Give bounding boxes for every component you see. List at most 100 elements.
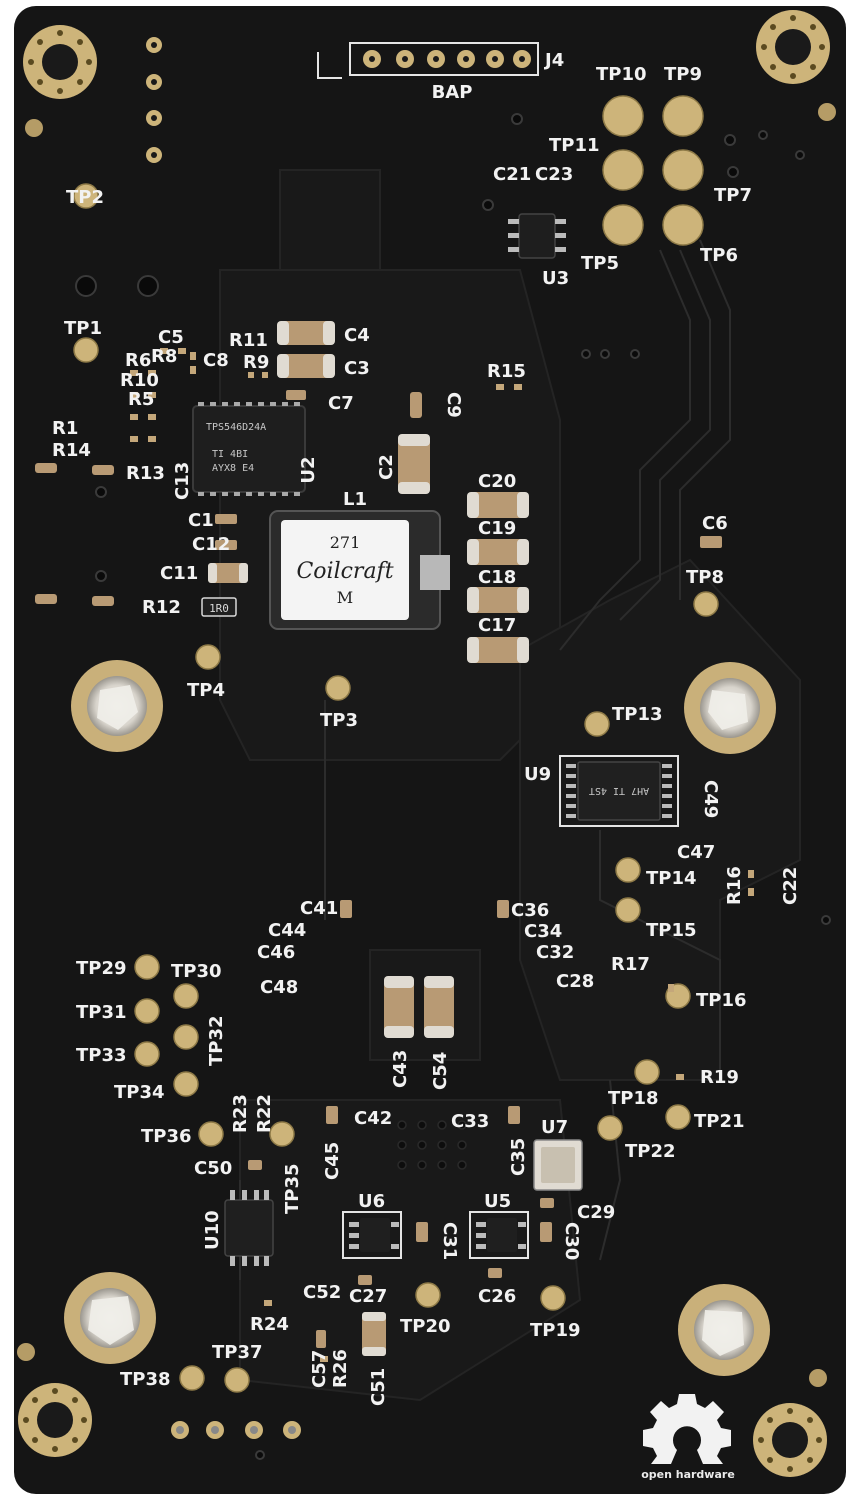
label-tp29: TP29 [76, 958, 127, 979]
mounting-hole-top-right [756, 10, 830, 84]
header-pins-top-left [146, 37, 162, 163]
label-r22: R22 [254, 1094, 275, 1133]
label-c12: C12 [192, 534, 230, 555]
header-pins-bottom [171, 1421, 301, 1439]
via-grid [397, 1120, 467, 1170]
standoff-hole-left-lower [64, 1272, 156, 1364]
label-c52: C52 [303, 1282, 341, 1303]
label-tp14: TP14 [646, 868, 697, 889]
label-u9: U9 [524, 764, 551, 785]
small-smd-parts [35, 390, 722, 1348]
standoff-hole-right-upper [684, 662, 776, 754]
label-r23: R23 [230, 1094, 251, 1133]
label-tp5: TP5 [581, 253, 619, 274]
label-c31: C31 [439, 1222, 460, 1260]
l1-marking-bottom: M [337, 588, 353, 607]
label-c34: C34 [524, 921, 562, 942]
label-r19: R19 [700, 1067, 739, 1088]
label-tp22: TP22 [625, 1141, 676, 1162]
label-c45: C45 [322, 1142, 343, 1180]
label-r11: R11 [229, 330, 268, 351]
ic-u2: TPS546D24A TI 4BI AYX8 E4 [192, 402, 306, 496]
u2-marking-line2: TI 4BI [212, 449, 248, 460]
fiducials [17, 103, 836, 1387]
label-tp8: TP8 [686, 567, 724, 588]
label-c21: C21 [493, 164, 531, 185]
label-c48: C48 [260, 977, 298, 998]
label-c18: C18 [478, 567, 516, 588]
label-tp35: TP35 [282, 1163, 303, 1214]
label-tp1: TP1 [64, 318, 102, 339]
inductor-l1: 271 Coilcraft M [269, 510, 450, 630]
label-r14: R14 [52, 440, 91, 461]
label-tp33: TP33 [76, 1045, 127, 1066]
pcb-traces [239, 239, 731, 1280]
label-c13: C13 [172, 462, 193, 500]
label-c5: C5 [158, 327, 184, 348]
label-tp37: TP37 [212, 1342, 263, 1363]
label-r17: R17 [611, 954, 650, 975]
label-tp15: TP15 [646, 920, 697, 941]
label-u3: U3 [542, 268, 569, 289]
large-test-pads [602, 95, 704, 246]
label-c7: C7 [328, 393, 354, 414]
label-bap: BAP [432, 82, 473, 103]
label-r5: R5 [128, 389, 154, 410]
label-tp11: TP11 [549, 135, 600, 156]
label-c9: C9 [443, 392, 464, 418]
label-tp3: TP3 [320, 710, 358, 731]
mounting-hole-top-left [23, 25, 97, 99]
ic-u9: AH7 TI 4ST [559, 755, 679, 827]
label-r15: R15 [487, 361, 526, 382]
label-r6: R6 [125, 350, 151, 371]
label-c19: C19 [478, 518, 516, 539]
label-c30: C30 [561, 1222, 582, 1260]
label-tp34: TP34 [114, 1082, 165, 1103]
label-tp16: TP16 [696, 990, 747, 1011]
u2-marking-line3: AYX8 E4 [212, 463, 254, 474]
open-hardware-text: open hardware [641, 1468, 735, 1481]
label-j4: J4 [543, 50, 564, 71]
label-tp32: TP32 [206, 1015, 227, 1066]
l1-marking-brand: Coilcraft [296, 559, 393, 584]
label-c20: C20 [478, 471, 516, 492]
label-tp7: TP7 [714, 185, 752, 206]
label-tp19: TP19 [530, 1320, 581, 1341]
label-tp36: TP36 [141, 1126, 192, 1147]
large-capacitors [208, 321, 529, 1356]
standoff-hole-left-upper [71, 660, 163, 752]
u9-marking: AH7 TI 4ST [589, 785, 649, 796]
mounting-hole-bottom-right [753, 1403, 827, 1477]
label-r26: R26 [330, 1349, 351, 1388]
label-c47: C47 [677, 842, 715, 863]
label-c44: C44 [268, 920, 306, 941]
label-r12: R12 [142, 597, 181, 618]
label-c22: C22 [780, 867, 801, 905]
label-c46: C46 [257, 942, 295, 963]
label-r13: R13 [126, 463, 165, 484]
l1-marking-top: 271 [330, 533, 361, 552]
label-c26: C26 [478, 1286, 516, 1307]
label-r9: R9 [243, 352, 269, 373]
u2-marking-line1: TPS546D24A [206, 422, 266, 433]
label-tp9: TP9 [664, 64, 702, 85]
label-c2: C2 [376, 454, 397, 480]
label-r10: R10 [120, 370, 159, 391]
label-r16: R16 [724, 866, 745, 905]
label-u5: U5 [484, 1191, 511, 1212]
label-tp13: TP13 [612, 704, 663, 725]
label-r24: R24 [250, 1314, 289, 1335]
label-l1: L1 [343, 489, 367, 510]
label-tp30: TP30 [171, 961, 222, 982]
mounting-hole-bottom-left [18, 1383, 92, 1457]
label-c42: C42 [354, 1108, 392, 1129]
label-c41: C41 [300, 898, 338, 919]
label-tp18: TP18 [608, 1088, 659, 1109]
label-c8: C8 [203, 350, 229, 371]
label-tp10: TP10 [596, 64, 647, 85]
label-tp2: TP2 [66, 187, 104, 208]
r12-marking: 1R0 [209, 602, 229, 615]
vias [75, 113, 831, 1460]
label-c17: C17 [478, 615, 516, 636]
